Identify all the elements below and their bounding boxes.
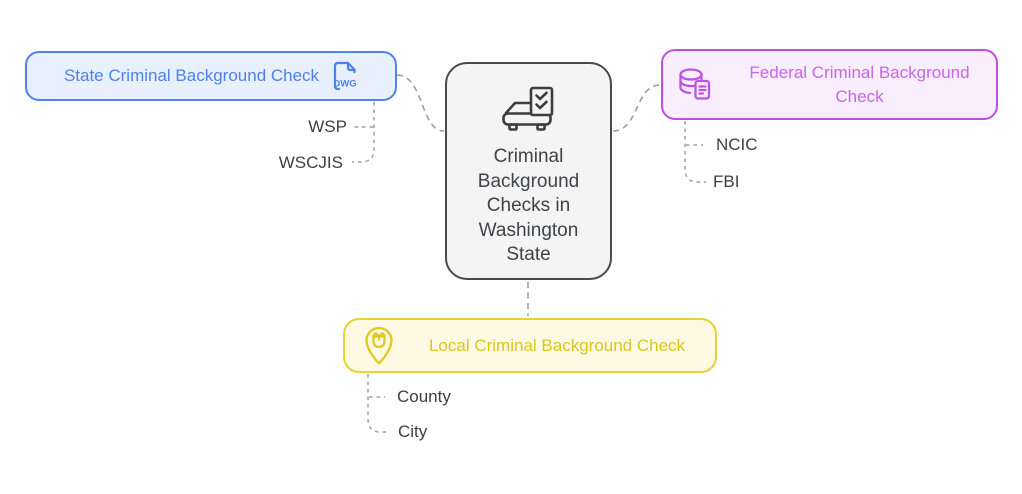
center-node-label: Criminal Background Checks in Washington… [477, 146, 580, 265]
svg-text:DWG: DWG [333, 78, 356, 89]
local-node-label: Local Criminal Background Check [428, 335, 686, 355]
connector-local-children [367, 374, 389, 433]
child-node-city[interactable]: City [398, 422, 428, 441]
child-node-wsp[interactable]: WSP [308, 117, 347, 136]
connector-federal-children [684, 121, 706, 183]
branch-node-local[interactable]: Local Criminal Background Check [343, 318, 717, 373]
dwg-file-icon: DWG [333, 61, 357, 90]
location-badge-icon [365, 326, 393, 365]
child-node-fbi[interactable]: FBI [713, 172, 740, 191]
car-checklist-icon [501, 86, 553, 131]
branch-node-federal[interactable]: Federal Criminal Background Check [661, 49, 998, 120]
child-node-county[interactable]: County [397, 387, 451, 406]
connector-state-to-center [396, 74, 445, 132]
connector-state-children [352, 102, 375, 163]
branch-node-state[interactable]: State Criminal Background Check DWG [25, 51, 397, 101]
child-node-wscjis[interactable]: WSCJIS [278, 153, 343, 172]
federal-node-label: Federal Criminal Background Check [749, 62, 970, 106]
state-node-label: State Criminal Background Check [63, 66, 320, 85]
node-center[interactable]: Criminal Background Checks in Washington… [445, 62, 612, 280]
database-document-icon [679, 68, 711, 100]
child-node-ncic[interactable]: NCIC [716, 135, 758, 154]
connector-center-to-federal [612, 84, 661, 132]
